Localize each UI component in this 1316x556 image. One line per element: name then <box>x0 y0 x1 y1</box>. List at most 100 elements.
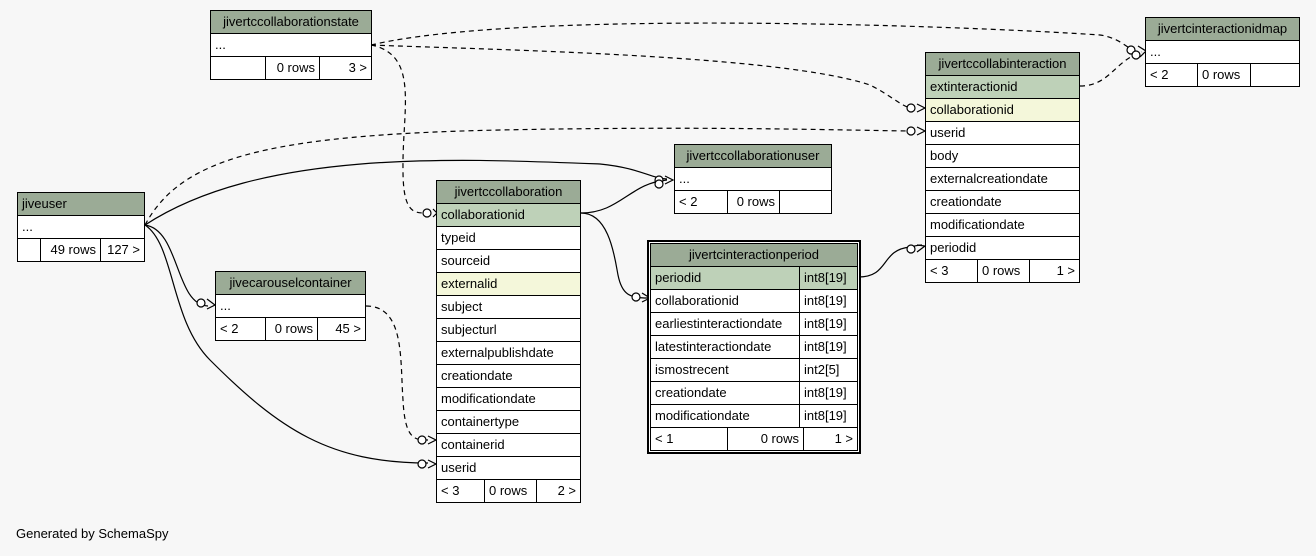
column-row: earliestinteractiondate int8[19] <box>651 313 857 336</box>
column-name: periodid <box>655 270 702 285</box>
footer-parents <box>18 239 40 261</box>
table-jivertcinteractionperiod[interactable]: jivertcinteractionperiod periodid int8[19… <box>647 240 861 454</box>
footer-children: 3 > <box>319 57 371 79</box>
footer-children: 1 > <box>1029 260 1079 282</box>
column-row: subjecturl <box>437 319 580 342</box>
footer-parents: < 2 <box>679 194 698 209</box>
footer-children <box>779 191 831 213</box>
table-jivertccollaborationstate[interactable]: jivertccollaborationstate ... 0 rows 3 > <box>210 10 372 80</box>
column-name: periodid <box>930 240 977 255</box>
column-name: ... <box>220 298 231 313</box>
column-name: subjecturl <box>441 322 497 337</box>
column-name: body <box>930 148 959 163</box>
column-row: collaborationid int8[19] <box>651 290 857 313</box>
table-header: jivertcinteractionperiod <box>651 244 857 267</box>
table-footer: < 1 0 rows 1 > <box>651 428 857 450</box>
footer-children: 45 > <box>317 318 365 340</box>
column-name: modificationdate <box>655 408 750 423</box>
footer-rowcount: 0 rows <box>1197 64 1250 86</box>
table-footer: < 2 0 rows 45 > <box>216 318 365 340</box>
footer-rowcount: 0 rows <box>727 191 779 213</box>
table-footer: 49 rows 127 > <box>18 239 144 261</box>
column-row: extinteractionid <box>926 76 1079 99</box>
column-name: containerid <box>441 437 505 452</box>
table-header: jivecarouselcontainer <box>216 272 365 295</box>
footer-parents <box>211 57 265 79</box>
table-footer: 0 rows 3 > <box>211 57 371 79</box>
column-name: earliestinteractiondate <box>655 316 783 331</box>
table-jivertccollaboration[interactable]: jivertccollaboration collaborationid typ… <box>436 180 581 503</box>
column-name: typeid <box>441 230 476 245</box>
column-type: int8[19] <box>799 313 857 335</box>
footer-parents: < 2 <box>1150 67 1169 82</box>
table-footer: < 3 0 rows 1 > <box>926 260 1079 282</box>
table-jivertcinteractionidmap[interactable]: jivertcinteractionidmap ... < 2 0 rows <box>1145 17 1300 87</box>
column-row: modificationdate <box>437 388 580 411</box>
table-footer: < 2 0 rows <box>675 191 831 213</box>
column-name: extinteractionid <box>930 79 1018 94</box>
column-name: userid <box>441 460 477 475</box>
column-name: externalcreationdate <box>930 171 1048 186</box>
edge-collab-period <box>580 212 649 299</box>
column-name: collaborationid <box>441 207 525 222</box>
footer-parents: < 3 <box>441 483 460 498</box>
column-row: typeid <box>437 227 580 250</box>
footer-children: 1 > <box>803 428 857 450</box>
table-footer: < 2 0 rows <box>1146 64 1299 86</box>
column-row: periodid <box>926 237 1079 260</box>
edge-collab-collabuser <box>580 179 668 214</box>
footer-parents: < 1 <box>655 431 674 446</box>
column-name: ... <box>1150 44 1161 59</box>
table-jivertccollabinteraction[interactable]: jivertccollabinteraction extinteractioni… <box>925 52 1080 283</box>
column-row: collaborationid <box>926 99 1079 122</box>
edge-user-collabuser <box>144 159 668 226</box>
column-name: externalid <box>441 276 498 291</box>
column-name: creationdate <box>441 368 513 383</box>
column-name: modificationdate <box>930 217 1025 232</box>
footer-rowcount: 0 rows <box>977 260 1029 282</box>
footer-rowcount: 0 rows <box>727 428 803 450</box>
column-type: int8[19] <box>799 336 857 358</box>
footer-parents: < 2 <box>220 321 239 336</box>
footer-parents: < 3 <box>930 263 949 278</box>
column-name: userid <box>930 125 966 140</box>
column-row: externalcreationdate <box>926 168 1079 191</box>
column-row: userid <box>926 122 1079 145</box>
table-jivertccollaborationuser[interactable]: jivertccollaborationuser ... < 2 0 rows <box>674 144 832 214</box>
edge-state-idmap <box>370 22 1133 51</box>
column-type: int8[19] <box>799 382 857 404</box>
column-row: latestinteractiondate int8[19] <box>651 336 857 359</box>
column-type: int8[19] <box>799 290 857 312</box>
footer-rowcount: 0 rows <box>484 480 536 502</box>
column-name: creationdate <box>930 194 1002 209</box>
column-type: int2[5] <box>799 359 857 381</box>
column-name: collaborationid <box>655 293 739 308</box>
column-row: containerid <box>437 434 580 457</box>
column-name: latestinteractiondate <box>655 339 772 354</box>
column-name: subject <box>441 299 483 314</box>
column-row: externalid <box>437 273 580 296</box>
column-row: userid <box>437 457 580 480</box>
footer-rowcount: 0 rows <box>265 57 319 79</box>
column-row: ... <box>211 34 371 57</box>
column-name: creationdate <box>655 385 727 400</box>
column-name: modificationdate <box>441 391 536 406</box>
table-jivecarouselcontainer[interactable]: jivecarouselcontainer ... < 2 0 rows 45 … <box>215 271 366 341</box>
table-header: jivertccollaborationstate <box>211 11 371 34</box>
column-name: ... <box>215 37 226 52</box>
edge-state-interaction <box>370 44 911 109</box>
column-row: containertype <box>437 411 580 434</box>
column-row: ... <box>1146 41 1299 64</box>
edge-user-collab-userid <box>144 224 429 464</box>
table-jiveuser[interactable]: jiveuser ... 49 rows 127 > <box>17 192 145 262</box>
footer-children: 127 > <box>100 239 144 261</box>
column-name: ... <box>22 219 33 234</box>
edge-carousel-collab <box>365 305 429 441</box>
column-name: collaborationid <box>930 102 1014 117</box>
table-header: jivertccollaboration <box>437 181 580 204</box>
column-row: subject <box>437 296 580 319</box>
table-header: jiveuser <box>18 193 144 216</box>
